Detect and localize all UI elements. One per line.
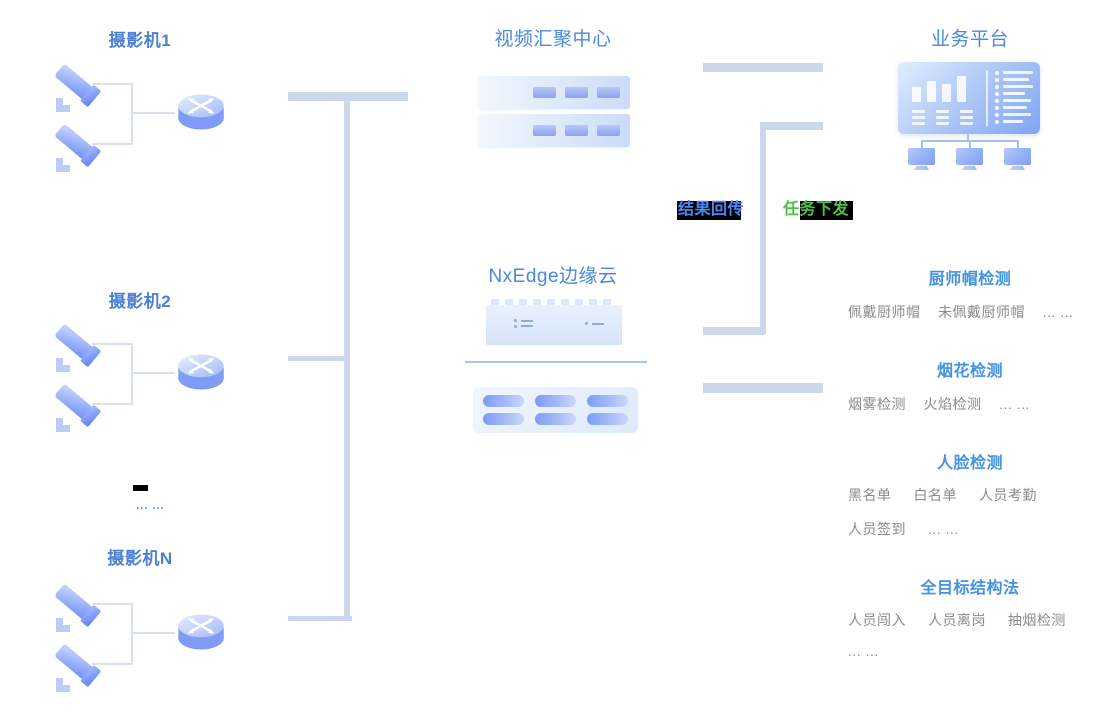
monitor-icon <box>1004 148 1031 170</box>
monitor-icon <box>908 148 935 170</box>
router-icon <box>178 614 224 650</box>
trunk-bottom-tap <box>288 616 352 621</box>
server-cluster-icon <box>473 387 638 433</box>
camera-group-1-title: 摄影机1 <box>108 31 172 50</box>
detection-items: ... ... <box>848 643 879 659</box>
router-icon <box>178 94 224 130</box>
camera-icon <box>55 644 101 692</box>
connector-line <box>131 372 175 374</box>
detection-items: 人员签到 ... ... <box>848 521 959 537</box>
highlight-box <box>677 201 741 220</box>
monitor-icon <box>956 148 983 170</box>
detection-title-face: 人脸检测 <box>936 455 1003 472</box>
divider-line <box>465 361 647 363</box>
connector-line <box>131 603 133 665</box>
connector-line <box>1017 140 1019 148</box>
z-connector-top <box>762 122 823 130</box>
dashboard-icon <box>898 62 1040 134</box>
connector-line <box>92 603 131 605</box>
highlight-box <box>133 485 148 491</box>
server-leds <box>533 125 620 136</box>
connector-line <box>92 403 131 405</box>
connector-line <box>92 83 131 85</box>
camera-group-1 <box>40 60 240 180</box>
server-leds <box>533 87 620 98</box>
detection-items: 佩戴厨师帽 未佩戴厨师帽 ... ... <box>848 304 1074 320</box>
server-icon <box>478 114 630 147</box>
detection-title-smoke-fire: 烟花检测 <box>936 363 1003 380</box>
highlight-box <box>800 201 853 220</box>
camera-group-n-title: 摄影机N <box>107 549 173 568</box>
camera-icon <box>55 324 101 372</box>
platform-title: 业务平台 <box>930 29 1009 50</box>
detection-title-chef-hat: 厨师帽检测 <box>928 271 1012 288</box>
more-cameras-ellipsis: ... ... <box>120 481 165 521</box>
server-icon <box>478 76 630 109</box>
camera-icon <box>55 64 101 112</box>
connector-line <box>967 134 969 141</box>
detection-title-full-target: 全目标结构法 <box>920 580 1020 597</box>
connector-line <box>131 632 175 634</box>
detection-items: 人员闯入 人员离岗 抽烟检测 <box>848 612 1066 628</box>
camera-icon <box>55 384 101 432</box>
connector-line <box>131 83 133 145</box>
camera-group-2 <box>40 320 240 440</box>
connector-line <box>92 343 131 345</box>
connector-line <box>92 143 131 145</box>
edge-chip-icon <box>486 299 622 345</box>
camera-group-n <box>40 580 240 700</box>
connector-line <box>131 343 133 405</box>
chip-pins <box>491 299 617 305</box>
camera-icon <box>55 124 101 172</box>
result-back-label: 结果回传 <box>677 201 745 220</box>
task-dispatch-label: 任务下发 <box>783 200 853 220</box>
z-connector-bottom <box>703 327 764 335</box>
camera-group-2-title: 摄影机2 <box>108 292 172 311</box>
z-connector-vertical <box>760 122 766 334</box>
lower-bus-bar <box>703 383 823 393</box>
router-icon <box>178 354 224 390</box>
detection-items: 黑名单 白名单 人员考勤 <box>848 487 1037 503</box>
connector-line <box>131 112 175 114</box>
detection-items: 烟雾检测 火焰检测 ... ... <box>848 396 1030 412</box>
connector-line <box>921 140 923 148</box>
video-hub-title: 视频汇聚中心 <box>494 29 612 50</box>
edge-cloud-title: NxEdge边缘云 <box>488 266 618 287</box>
camera-icon <box>55 584 101 632</box>
platform-top-bar <box>703 63 823 72</box>
connector-line <box>969 140 971 148</box>
trunk-mid-tap <box>288 356 346 361</box>
trunk-vertical-line <box>344 92 350 621</box>
connector-line <box>92 663 131 665</box>
